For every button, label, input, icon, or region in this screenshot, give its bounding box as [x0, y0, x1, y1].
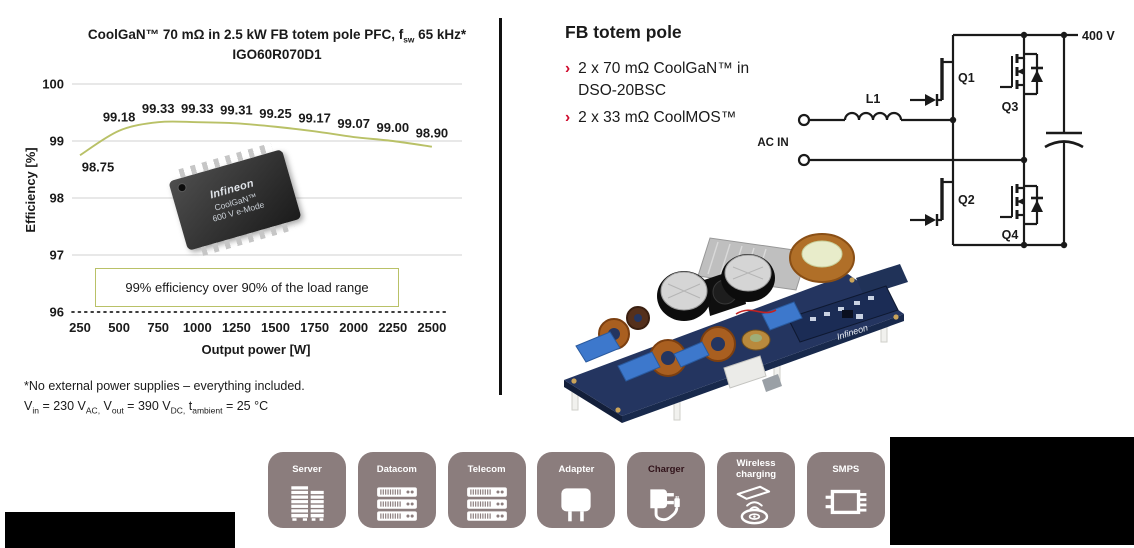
data-point-label: 99.33: [181, 101, 214, 116]
section-divider: [499, 18, 502, 395]
q1-label: Q1: [958, 71, 975, 85]
bulk-capacitors: [657, 254, 775, 321]
data-point-label: 98.90: [416, 126, 449, 141]
bullet-text: 2 x 70 mΩ CoolGaN™ in DSO-20BSC: [578, 60, 750, 100]
app-icon-label: Telecom: [467, 463, 506, 475]
y-tick-label: 99: [50, 134, 64, 149]
x-tick-label: 2000: [339, 320, 368, 335]
wireless-charging-icon: [733, 480, 779, 526]
x-axis-label: Output power [W]: [201, 342, 311, 357]
data-point-label: 99.31: [220, 102, 253, 117]
output-voltage-label: 400 V: [1082, 29, 1115, 43]
app-icon-smps: SMPS: [806, 452, 885, 528]
q2-gan-transistor-symbol: [910, 178, 953, 226]
x-tick-label: 500: [108, 320, 130, 335]
output-capacitor-symbol: [1044, 35, 1084, 245]
y-tick-label: 100: [42, 77, 64, 92]
app-icon-label: Adapter: [558, 463, 595, 475]
footnote-2: Vin = 230 VAC, Vout = 390 VDC, tambient …: [24, 399, 269, 416]
ac-terminal-top: [797, 113, 811, 127]
x-tick-label: 1750: [300, 320, 329, 335]
data-point-label: 99.07: [337, 116, 370, 131]
x-tick-label: 1000: [183, 320, 212, 335]
y-tick-label: 98: [50, 191, 64, 206]
app-icon-wireless-charging: Wireless charging: [717, 452, 795, 528]
inductor-l1-symbol: [843, 111, 903, 121]
x-tick-label: 250: [69, 320, 91, 335]
charger-icon: [643, 480, 689, 526]
q3-label: Q3: [1002, 100, 1019, 114]
right-panel-heading: FB totem pole: [565, 22, 682, 42]
app-icon-label: Datacom: [376, 463, 417, 475]
x-tick-label: 2250: [378, 320, 407, 335]
data-point-label: 98.75: [82, 159, 115, 174]
x-tick-label: 1250: [222, 320, 251, 335]
chart-title: CoolGaN™ 70 mΩ in 2.5 kW FB totem pole P…: [57, 26, 497, 63]
emi-filter-toroids: [598, 306, 736, 377]
rack-icon: [374, 480, 420, 526]
x-tick-label: 750: [147, 320, 169, 335]
app-icon-telecom: Telecom: [447, 452, 526, 528]
app-icon-label: Wireless charging: [735, 458, 777, 480]
bullet-text: 2 x 33 mΩ CoolMOS™: [578, 108, 737, 126]
q3-mosfet-symbol: [1000, 35, 1043, 96]
x-tick-label: 1500: [261, 320, 290, 335]
server-icon: [284, 480, 330, 526]
fb-totem-pole-circuit-diagram: AC IN L1 Q1 Q2 Q3 Q4 400 V: [757, 29, 1115, 249]
film-capacitors: [575, 301, 803, 382]
app-icon-label: Charger: [647, 463, 685, 475]
q1-gan-transistor-symbol: [910, 58, 953, 106]
ac-in-label: AC IN: [757, 137, 788, 149]
pcb-board-photo: Infineon: [564, 233, 908, 423]
data-point-label: 99.33: [142, 101, 175, 116]
q2-label: Q2: [958, 193, 975, 207]
data-point-label: 99.17: [298, 110, 331, 125]
bullet-list: 2 x 70 mΩ CoolGaN™ in DSO-20BSC 2 x 33 mΩ…: [565, 58, 777, 133]
adapter-icon: [553, 480, 599, 526]
toroid-inductor-large: [789, 233, 855, 283]
smps-icon: [823, 480, 869, 526]
footnote-1: *No external power supplies – everything…: [24, 379, 305, 393]
app-icon-server: Server: [268, 452, 346, 528]
redacted-block-right: [890, 437, 1134, 545]
bullet-chevron-icon: [565, 107, 570, 129]
chip-pin1-marker: [176, 182, 188, 194]
app-icon-label: Server: [292, 463, 322, 475]
app-icon-label: SMPS: [832, 463, 860, 475]
y-tick-label: 97: [50, 248, 64, 263]
data-point-label: 99.00: [377, 120, 410, 135]
app-icon-charger: Charger: [627, 452, 706, 528]
bullet-item: 2 x 70 mΩ CoolGaN™ in DSO-20BSC: [565, 58, 777, 103]
chart-subtitle: IGO60R070D1: [232, 46, 322, 62]
efficiency-curve: [79, 120, 433, 157]
redacted-logo-left: [5, 512, 235, 548]
y-tick-label: 96: [50, 305, 64, 320]
bullet-chevron-icon: [565, 58, 570, 103]
x-tick-label: 2500: [417, 320, 446, 335]
chart-title-line1: CoolGaN™ 70 mΩ in 2.5 kW FB totem pole P…: [87, 27, 467, 45]
l1-label: L1: [866, 92, 881, 106]
callout-box: 99% efficiency over 90% of the load rang…: [95, 268, 399, 307]
app-icon-adapter: Adapter: [537, 452, 616, 528]
rack-icon: [464, 480, 510, 526]
ac-terminal-bottom: [797, 153, 811, 167]
data-point-label: 99.18: [103, 110, 136, 125]
q4-label: Q4: [1002, 228, 1019, 242]
bullet-item: 2 x 33 mΩ CoolMOS™: [565, 107, 777, 129]
relay: [723, 355, 767, 389]
q4-mosfet-symbol: [1000, 95, 1043, 245]
efficiency-line-chart: 100 99 98 97 96 250 500 750 1000 1250 1500 1750 2000…: [42, 77, 462, 335]
app-icon-datacom: Datacom: [357, 452, 436, 528]
data-point-label: 99.25: [259, 106, 292, 121]
